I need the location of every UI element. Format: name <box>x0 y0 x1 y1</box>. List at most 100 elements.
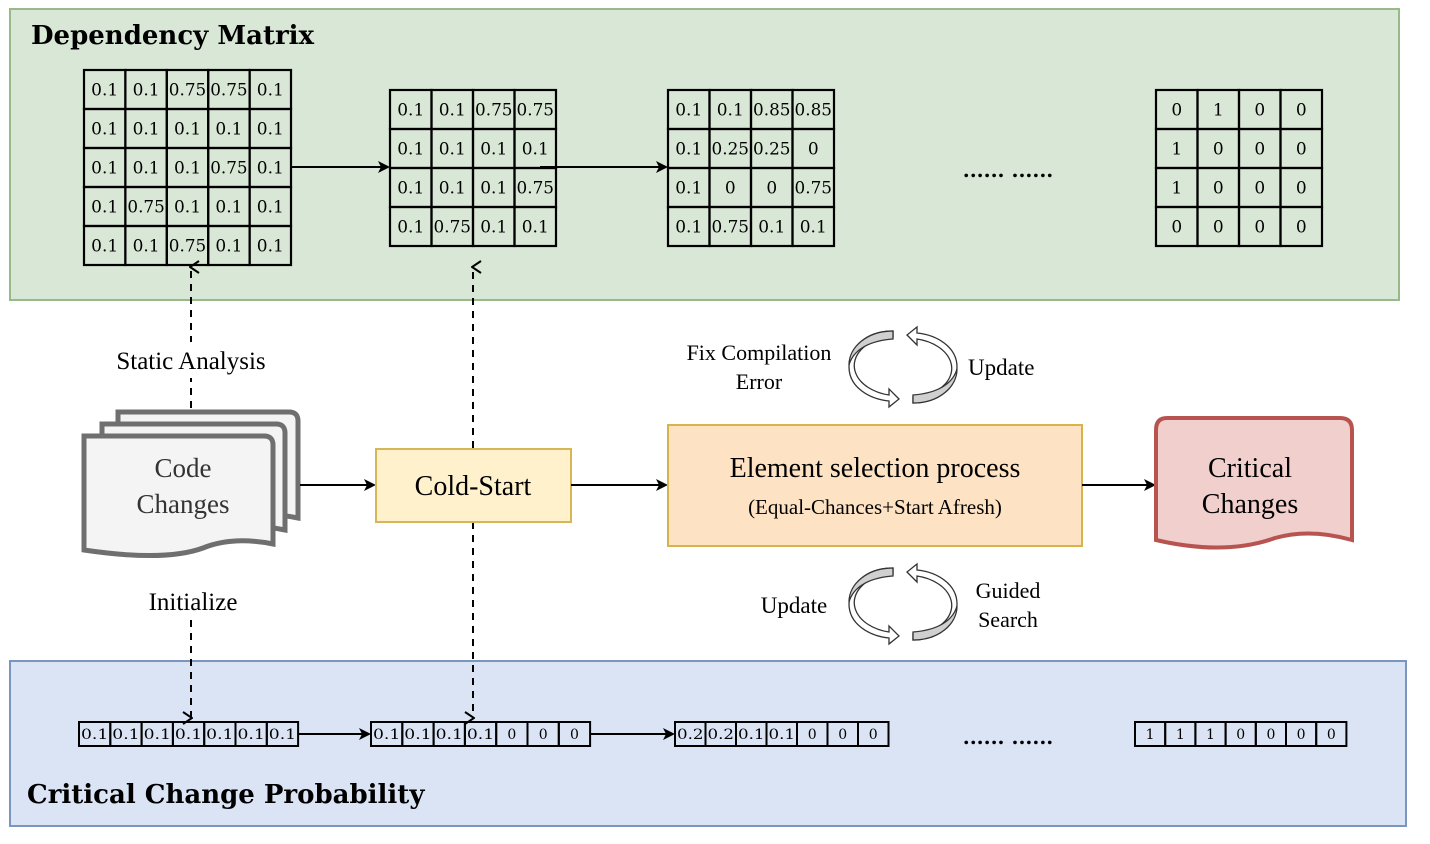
matrix-cell-value: 0.1 <box>397 218 424 238</box>
cycle-top: Fix Compilation Error Update <box>687 325 1034 409</box>
matrix-cell-value: 0.1 <box>215 198 242 218</box>
critical-change-probability-panel: Critical Change Probability <box>9 660 1407 827</box>
matrix-cell-value: 0.25 <box>712 140 750 160</box>
initialize-label: Initialize <box>149 589 238 616</box>
vector-ellipsis: ...... ...... <box>963 725 1054 749</box>
matrix-cell-value: 0.1 <box>675 140 702 160</box>
matrix-cell-value: 0 <box>1296 140 1307 160</box>
matrix-cell-value: 0.1 <box>758 218 785 238</box>
update-top-label: Update <box>968 355 1034 380</box>
code-changes-node[interactable]: Code Changes <box>81 409 301 558</box>
matrix-cell-value: 0.25 <box>753 140 791 160</box>
cycle-arrows-icon <box>848 562 958 646</box>
matrix-cell-value: 0.75 <box>210 81 247 101</box>
vector-cell <box>857 721 890 747</box>
vector-cell-value: 0.2 <box>677 727 704 743</box>
vector-cell-value: 0 <box>838 727 847 743</box>
matrix-cell-value: 0.1 <box>439 101 466 121</box>
vector-cell-value: 0.1 <box>436 727 463 743</box>
matrix-cell-value: 0.75 <box>434 218 472 238</box>
matrix-cell-value: 0.1 <box>439 140 466 160</box>
critical-changes-label-line2: Changes <box>1202 489 1298 520</box>
matrix-cell-value: 0 <box>1171 101 1182 121</box>
matrix-cell-value: 0.1 <box>480 140 507 160</box>
matrix-cell <box>248 224 293 267</box>
vector-cell-value: 0.1 <box>206 727 233 743</box>
matrix-cell-value: 0.75 <box>210 159 247 179</box>
static-analysis-label: Static Analysis <box>116 348 265 375</box>
matrix-cell-value: 0.75 <box>475 101 513 121</box>
matrix-cell-value: 0.1 <box>675 101 702 121</box>
matrix-cell-value: 0.75 <box>795 179 833 199</box>
vector-cell-value: 0 <box>1297 727 1306 743</box>
vector-cell-value: 0.1 <box>81 727 108 743</box>
vector-cell-value: 0.1 <box>112 727 139 743</box>
vector-cell-value: 0 <box>869 727 878 743</box>
vector-cell-value: 0 <box>570 727 579 743</box>
matrix-cell-value: 0.1 <box>174 159 201 179</box>
dependency-matrix-title: Dependency Matrix <box>31 21 315 51</box>
cold-start-node[interactable]: Cold-Start <box>375 448 572 523</box>
matrix-cell-value: 0.1 <box>91 159 118 179</box>
matrix-cell-value: 0.1 <box>675 179 702 199</box>
vector-cell-value: 0 <box>539 727 548 743</box>
matrix-cell-value: 0 <box>1254 179 1265 199</box>
matrix-cell-value: 0.1 <box>91 198 118 218</box>
critical-change-probability-panel-bg <box>9 660 1407 827</box>
matrix-cell-value: 0 <box>1254 140 1265 160</box>
matrix-cell-value: 0.1 <box>397 101 424 121</box>
matrix-cell-value: 1 <box>1171 140 1182 160</box>
matrix-cell-value: 0.75 <box>712 218 750 238</box>
cycle-bottom: Update Guided Search <box>761 562 1041 646</box>
vector-cell-value: 0 <box>1327 727 1336 743</box>
matrix-cell-value: 0.75 <box>169 81 206 101</box>
vector-cell-value: 0.1 <box>467 727 494 743</box>
vector-cell-value: 1 <box>1206 727 1215 743</box>
static-analysis-label-bg <box>94 342 290 378</box>
element-selection-subtitle: (Equal-Chances+Start Afresh) <box>748 495 1002 519</box>
code-changes-label-line2: Changes <box>137 489 230 519</box>
critical-changes-node[interactable]: Critical Changes <box>1154 416 1354 550</box>
matrix-cell-value: 0.1 <box>522 140 549 160</box>
matrix-cell-value: 0.1 <box>257 198 284 218</box>
vector-cell-value: 0.1 <box>738 727 765 743</box>
critical-change-probability-title: Critical Change Probability <box>27 780 425 810</box>
guided-search-label-line1: Guided <box>976 578 1041 603</box>
matrix-cell-value: 0 <box>1254 101 1265 121</box>
vector-cell-value: 1 <box>1176 727 1185 743</box>
matrix-cell-value: 0.1 <box>717 101 744 121</box>
matrix-cell-value: 0.75 <box>517 101 555 121</box>
matrix-cell-value: 0.1 <box>257 120 284 140</box>
vector-cell-value: 0 <box>1266 727 1275 743</box>
matrix-cell-value: 0.1 <box>800 218 827 238</box>
matrix-cell-value: 0.1 <box>133 237 160 257</box>
cycle-arrows-icon <box>848 325 958 409</box>
vector-cell <box>1315 721 1348 747</box>
initialize-label-bg <box>132 584 252 618</box>
critical-changes-label-line1: Critical <box>1208 453 1292 484</box>
matrix-cell-value: 0.75 <box>517 179 555 199</box>
code-changes-label-line1: Code <box>155 453 212 483</box>
matrix-cell-value: 0.1 <box>675 218 702 238</box>
matrix-cell-value: 0 <box>808 140 819 160</box>
matrix-cell-value: 0.85 <box>753 101 791 121</box>
vector-cell-value: 0.2 <box>708 727 735 743</box>
matrix-cell-value: 0.1 <box>91 120 118 140</box>
guided-search-label-line2: Search <box>978 607 1038 632</box>
matrix-cell-value: 0.1 <box>133 81 160 101</box>
matrix-cell-value: 1 <box>1171 179 1182 199</box>
cold-start-label: Cold-Start <box>415 471 532 502</box>
element-selection-node[interactable]: Element selection process (Equal-Chances… <box>667 424 1083 547</box>
matrix-cell-value: 0.1 <box>480 179 507 199</box>
dependency-matrix-panel: Dependency Matrix <box>9 8 1400 301</box>
matrix-cell-value: 1 <box>1213 101 1224 121</box>
matrix-ellipsis: ...... ...... <box>963 158 1054 182</box>
matrix-cell-value: 0.75 <box>127 198 164 218</box>
matrix-cell-value: 0.1 <box>522 218 549 238</box>
matrix-cell-value: 0.1 <box>397 140 424 160</box>
